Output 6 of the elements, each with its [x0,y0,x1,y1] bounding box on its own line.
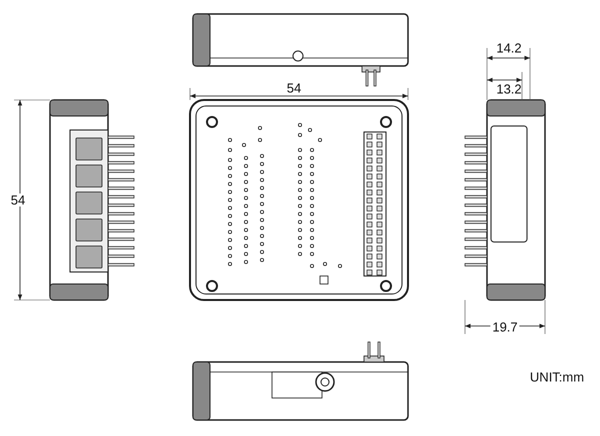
dimension-value: 13.2 [495,82,523,96]
dimension-value: 14.2 [495,42,523,54]
unit-note: UNIT:mm [528,370,586,384]
dimension-value: 54 [286,82,302,94]
dimension-value: 19.7 [490,320,520,334]
dimension-value: 54 [8,194,28,206]
